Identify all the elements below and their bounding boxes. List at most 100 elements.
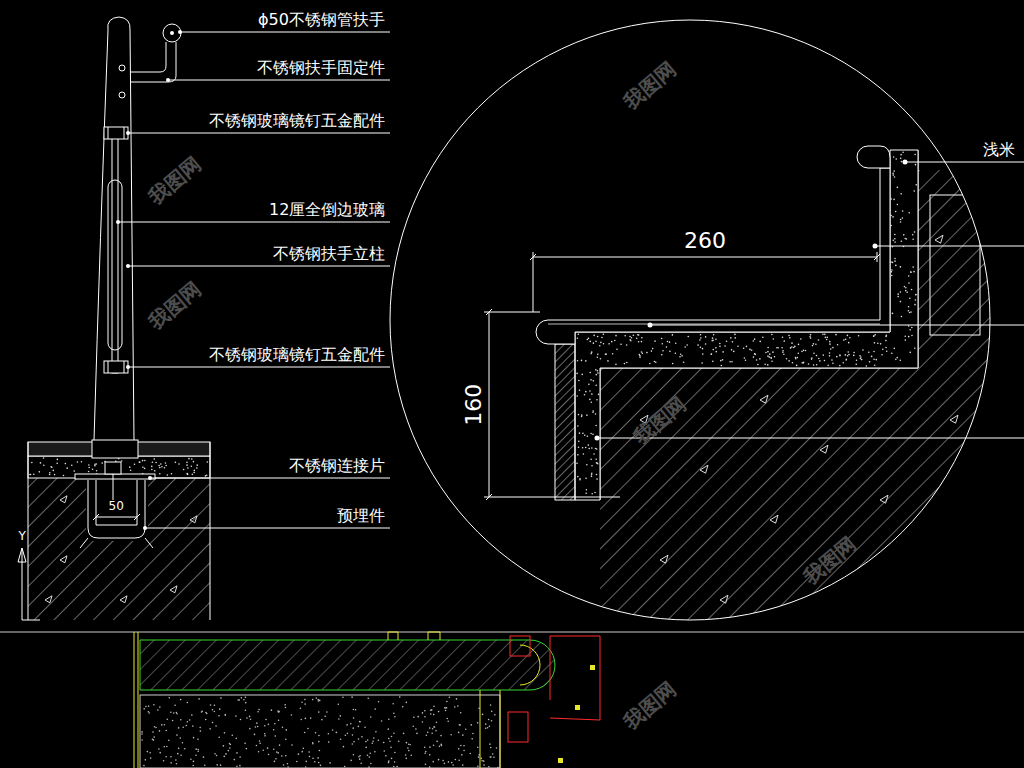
concrete-hatch (28, 478, 210, 620)
mortar-dot (911, 327, 913, 329)
mortar-dot (422, 712, 424, 714)
mortar-dot (588, 338, 590, 340)
mortar-dot (433, 706, 435, 708)
aggregate-mark (935, 235, 943, 243)
mortar-dot (407, 747, 409, 749)
mortar-dot (776, 347, 778, 349)
mortar-dot (268, 754, 270, 756)
mortar-dot (470, 753, 472, 755)
mortar-dot (900, 193, 902, 195)
mortar-dot (822, 334, 824, 336)
mortar-dot (153, 704, 155, 706)
mortar-dot (215, 725, 217, 727)
aggregate-mark (120, 596, 127, 603)
mortar-dot (797, 353, 799, 355)
red-outline (550, 636, 600, 720)
dimension-text: 260 (684, 228, 726, 253)
mortar-dot (94, 463, 96, 465)
mortar-dot (746, 346, 748, 348)
mortar-dot (904, 286, 906, 288)
leader-dot (126, 264, 130, 268)
mortar-dot (860, 356, 862, 358)
mortar-dot (705, 343, 707, 345)
mortar-dot (458, 732, 460, 734)
mortar-dot (711, 354, 713, 356)
mortar-dot (142, 466, 144, 468)
mortar-layer (28, 456, 210, 478)
embedded-part (96, 480, 137, 525)
mortar-dot (891, 271, 893, 273)
mortar-dot (416, 733, 418, 735)
mortar-dot (310, 717, 312, 719)
mortar-dot (873, 335, 875, 337)
mortar-dot (616, 349, 618, 351)
mortar-dot (765, 352, 767, 354)
mortar-dot (577, 454, 579, 456)
mortar-dot (456, 698, 458, 700)
mortar-dot (141, 731, 143, 733)
mortar-dot (893, 199, 895, 201)
mortar-dot (914, 304, 916, 306)
mortar-dot (220, 764, 222, 766)
mortar-dot (770, 357, 772, 359)
mortar-dot (860, 358, 862, 360)
mortar-dot (367, 739, 369, 741)
mortar-dot (458, 748, 460, 750)
mortar-dot (585, 391, 587, 393)
mortar-dot (912, 234, 914, 236)
mortar-dot (157, 709, 159, 711)
mortar-dot (223, 745, 225, 747)
mortar-dot (200, 730, 202, 732)
mortar-dot (793, 347, 795, 349)
mortar-dot (394, 761, 396, 763)
mortar-dot (436, 741, 438, 743)
mortar-dot (249, 716, 251, 718)
mortar-dot (489, 725, 491, 727)
leader-dot (873, 244, 878, 249)
mortar-dot (593, 453, 595, 455)
mortar-dot (403, 733, 405, 735)
tread-stone (536, 168, 890, 344)
mortar-dot (216, 764, 218, 766)
aggregate-mark (760, 395, 768, 403)
mortar-dot (591, 493, 593, 495)
axis-arrow (18, 548, 26, 562)
mortar-dot (753, 356, 755, 358)
mortar-dot (214, 704, 216, 706)
mortar-dot (388, 719, 390, 721)
mortar-dot (101, 462, 103, 464)
mortar-dot (328, 733, 330, 735)
mortar-dot (182, 742, 184, 744)
aggregate-mark (860, 595, 868, 603)
mortar-dot (786, 358, 788, 360)
mortar-dot (595, 413, 597, 415)
mortar-dot (353, 717, 355, 719)
mortar-dot (601, 337, 603, 339)
dimension-tick (530, 254, 536, 260)
mortar-dot (368, 766, 370, 768)
dimension-tick (486, 309, 492, 315)
mortar-dot (577, 360, 579, 362)
mortar-dot (375, 731, 377, 733)
mortar-dot (180, 719, 182, 721)
mortar-dot (393, 732, 395, 734)
mortar-dot (581, 414, 583, 416)
mortar-dot (278, 711, 280, 713)
mortar-dot (239, 765, 241, 767)
mortar-dot (826, 337, 828, 339)
mortar-dot (896, 357, 898, 359)
mortar-dot (713, 334, 715, 336)
mortar-dot (159, 473, 161, 475)
mortar-dot (853, 355, 855, 357)
mortar-dot (240, 719, 242, 721)
mortar-dot (388, 762, 390, 764)
railing-post (94, 30, 108, 440)
mortar-dot (802, 362, 804, 364)
mortar-dot (816, 364, 818, 366)
mortar-dot (152, 461, 154, 463)
mortar-dot (246, 717, 248, 719)
mortar-dot (769, 356, 771, 358)
mortar-dot (488, 719, 490, 721)
mortar-dot (164, 467, 166, 469)
mortar-dot (800, 338, 802, 340)
